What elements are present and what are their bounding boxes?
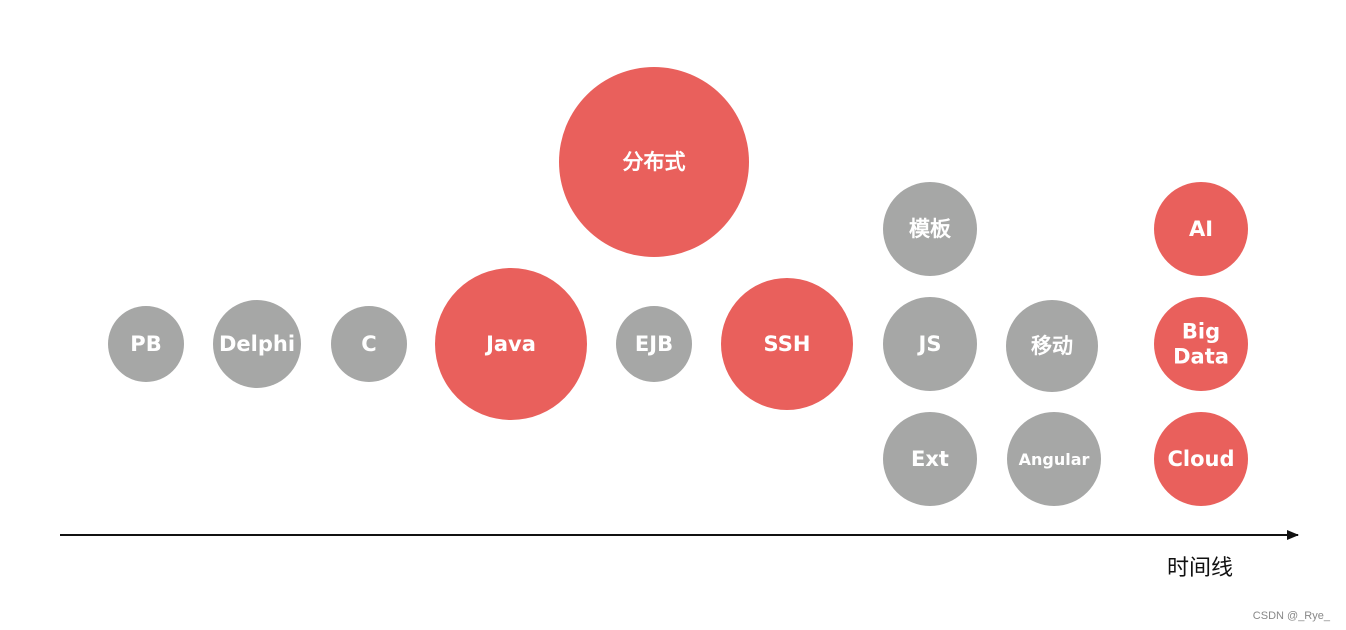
bubble-label-java: Java [484,332,536,356]
bubble-label-js: JS [917,332,942,356]
bubble-bigdata [1154,297,1248,391]
bubble-label-ssh: SSH [764,332,811,356]
bubble-template [883,182,977,276]
bubble-distributed [559,67,749,257]
bubble-label-distributed: 分布式 [623,150,686,174]
bubble-label-c: C [361,332,376,356]
bubble-ai [1154,182,1248,276]
bubble-java [435,268,587,420]
bubble-pb [108,306,184,382]
bubble-label-ext: Ext [911,447,949,471]
bubble-label-ejb: EJB [635,332,673,356]
bubble-js [883,297,977,391]
bubble-label-template: 模板 [909,217,952,241]
bubble-label-pb: PB [130,332,161,356]
timeline-axis-label: 时间线 [1166,556,1233,581]
watermark: CSDN @_Rye_ [1252,610,1330,622]
bubble-label-ai: AI [1189,217,1213,241]
bubble-c [331,306,407,382]
bubble-ejb [616,306,692,382]
bubble-label-mobile: 移动 [1031,334,1073,358]
bubble-ext [883,412,977,506]
bubble-label-angular: Angular [1019,450,1090,469]
bubble-mobile [1006,300,1098,392]
bubble-label-delphi: Delphi [219,332,295,356]
bubble-delphi [213,300,301,388]
bubble-label-cloud: Cloud [1167,447,1234,471]
bubble-group: PB Delphi C Java 分布式 EJB SSH 模板 JS Ext 移动 Angular AI… [108,67,1248,506]
bubble-ssh [721,278,853,410]
bubble-angular [1007,412,1101,506]
bubble-cloud [1154,412,1248,506]
